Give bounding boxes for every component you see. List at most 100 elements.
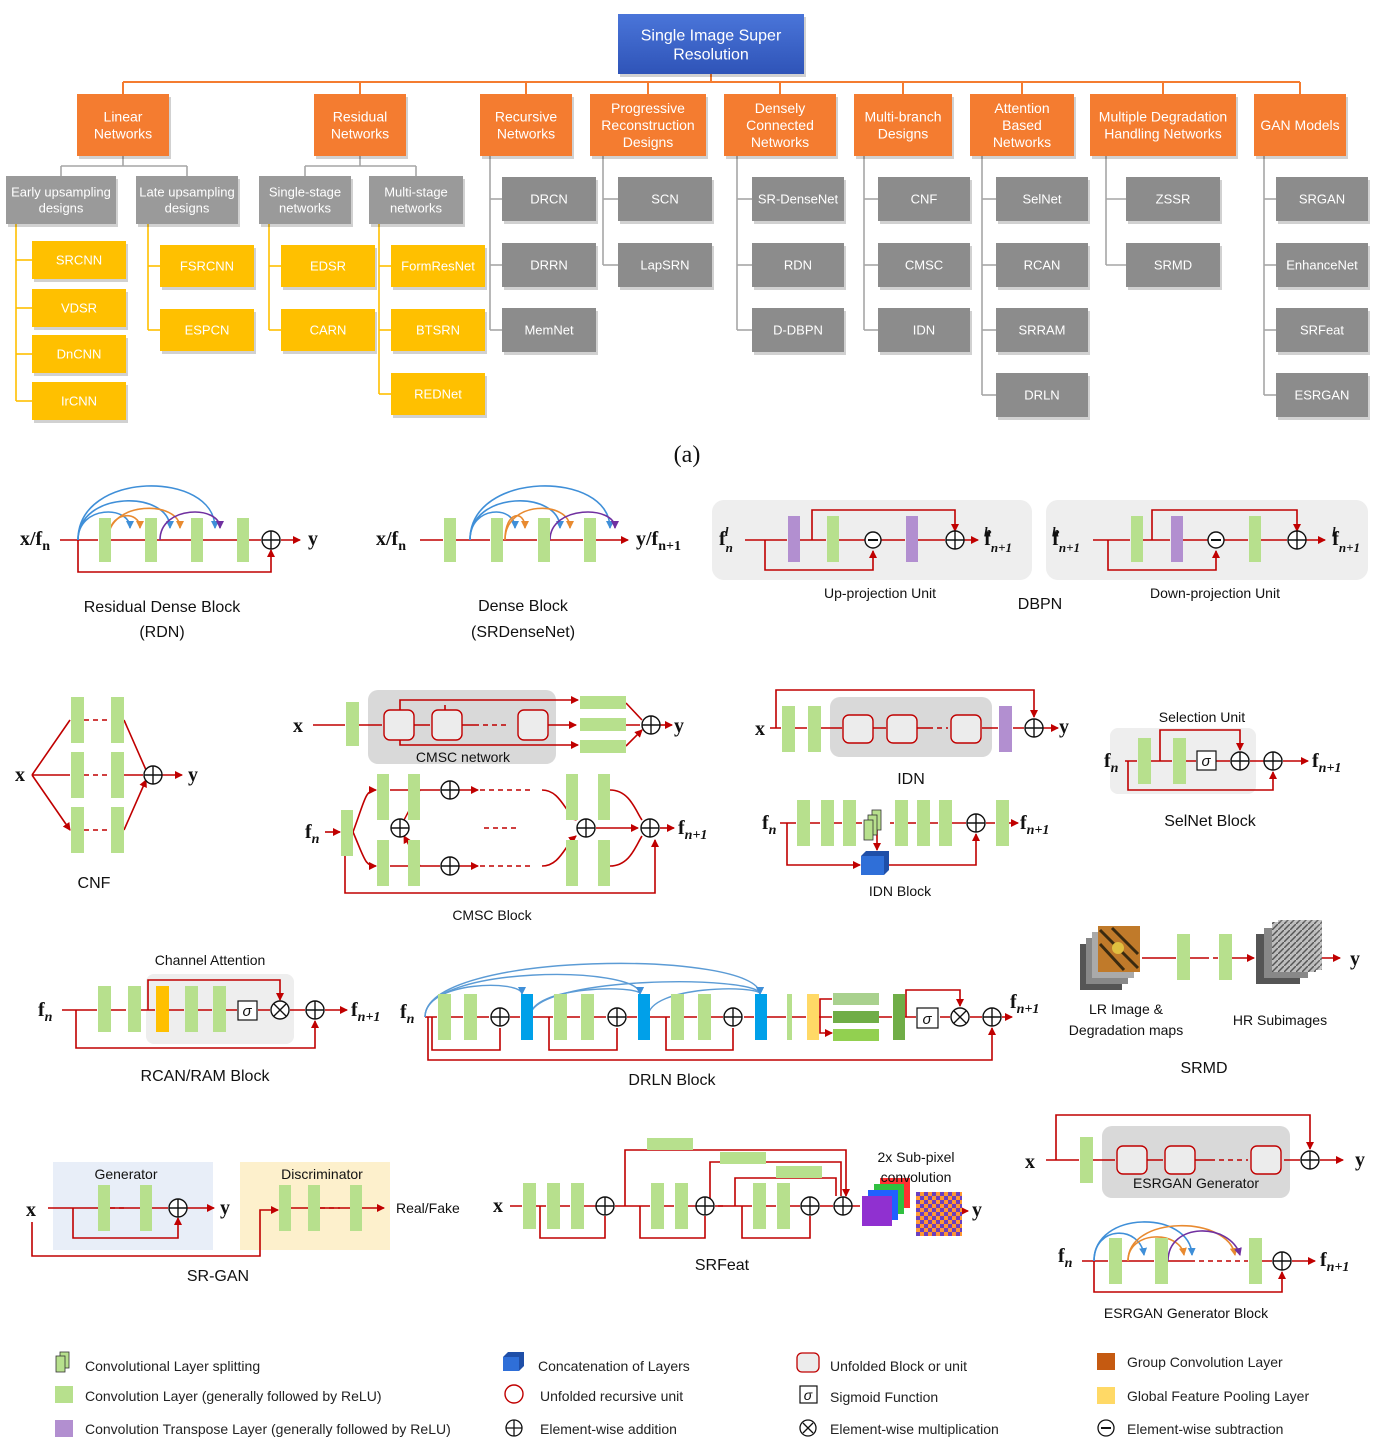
leaf-node-label: DRRN xyxy=(530,258,568,273)
leaf-node-label: SRCNN xyxy=(56,253,102,268)
srgan-diagram: Generator Discriminator x y Real/Fake SR… xyxy=(26,1162,460,1285)
subtract-icon xyxy=(1207,531,1225,549)
rcan-output: fn+1 xyxy=(351,999,380,1025)
leaf-node: MemNet xyxy=(502,308,598,355)
dbpn-up-input: fnl xyxy=(719,524,733,555)
conv-layer xyxy=(444,518,456,562)
idn-title: IDN xyxy=(897,771,925,788)
conv-layer xyxy=(1080,1137,1093,1183)
category-node-label: Designs xyxy=(623,134,674,150)
concat-icon xyxy=(503,1352,524,1371)
srfeat-output: y xyxy=(972,1199,982,1221)
conv-transpose-layer xyxy=(1171,516,1183,562)
conv-layer xyxy=(1249,1238,1262,1284)
conv-layer xyxy=(213,986,226,1032)
conv-split-icon xyxy=(55,1351,70,1373)
cmsc-diagram: x y CMSC network fn fn+1 CMSC Block xyxy=(293,690,707,923)
esrgan-block-input: fn xyxy=(1058,1245,1073,1271)
add-icon xyxy=(945,530,965,550)
category-node-label: Multi-branch xyxy=(864,109,941,125)
category-node-label: Networks xyxy=(497,126,555,142)
leaf-node: CMSC xyxy=(878,243,972,290)
category-node-label: Designs xyxy=(878,126,929,142)
conv-layer xyxy=(917,800,930,846)
conv-layer xyxy=(408,774,420,820)
add-icon xyxy=(261,530,281,550)
leaf-node: ESRGAN xyxy=(1276,373,1370,420)
category-node-label: Densely xyxy=(755,100,806,116)
cmsc-block-input: fn xyxy=(305,821,320,847)
dbpn-diagram: fnl fn+1h Up-projection Unit fn+1h fn+1l… xyxy=(712,500,1368,613)
cnf-branch-lines xyxy=(84,719,112,831)
leaf-node-label: MemNet xyxy=(524,323,574,338)
rcan-input: fn xyxy=(38,999,53,1025)
leaf-node-label: ESPCN xyxy=(185,323,230,338)
leaf-node: SRFeat xyxy=(1276,308,1370,355)
conv-layer xyxy=(554,994,567,1040)
esrgan-diagram: ESRGAN Generator x y fn fn+1 ESRGAN Gene… xyxy=(1025,1114,1365,1321)
conv-layer xyxy=(1177,934,1190,980)
leaf-node-label: RCAN xyxy=(1024,258,1061,273)
conv-layer xyxy=(598,774,610,820)
conv-layer xyxy=(99,518,111,562)
rdn-title: Residual Dense Block xyxy=(84,599,242,616)
conv-transpose-icon xyxy=(55,1420,73,1437)
leaf-node-label: LapSRN xyxy=(640,258,689,273)
leaf-node-label: IrCNN xyxy=(61,394,97,409)
legend: σ Convolutional Layer splitting Convolut… xyxy=(55,1351,1309,1437)
esrgan-output: y xyxy=(1355,1149,1365,1171)
root-node-label: Resolution xyxy=(673,46,749,63)
cnf-input: x xyxy=(15,764,25,786)
leaf-node-label: D-DBPN xyxy=(773,323,823,338)
add-icon xyxy=(440,780,460,800)
category-node-label: Multiple Degradation xyxy=(1099,109,1227,125)
global-pool-icon xyxy=(1097,1387,1115,1404)
conv-layer xyxy=(111,752,124,798)
idn-block-output: fn+1 xyxy=(1020,812,1049,838)
leaf-node: SRGAN xyxy=(1276,177,1370,224)
global-pool-layer xyxy=(156,986,169,1032)
category-node-label: GAN Models xyxy=(1260,117,1339,133)
unfolded-block xyxy=(886,714,918,744)
add-icon xyxy=(723,1007,743,1027)
category-node-label: Networks xyxy=(993,134,1051,150)
conv-layer xyxy=(111,807,124,853)
dbpn-down-output: fn+1l xyxy=(1332,524,1360,555)
conv-layer xyxy=(833,1029,879,1041)
conv-layer xyxy=(308,1185,320,1231)
multiply-icon xyxy=(799,1419,817,1437)
category-node-label: Handling Networks xyxy=(1104,126,1222,142)
drln-output: fn+1 xyxy=(1010,991,1039,1017)
global-pool-layer xyxy=(807,994,819,1040)
generator-label: Generator xyxy=(94,1166,157,1182)
add-icon xyxy=(390,818,410,838)
srfeat-input: x xyxy=(493,1195,503,1217)
unfolded-block-icon xyxy=(796,1352,820,1373)
conv-layer xyxy=(580,718,626,731)
selnet-diagram: σ Selection Unit fn fn+1 SelNet Block xyxy=(1104,709,1341,830)
sigmoid-symbol: σ xyxy=(242,1003,252,1020)
subcategory-node-label: Multi-stage xyxy=(384,185,448,200)
conv-layer-icon xyxy=(55,1386,73,1403)
idn-block-label: IDN Block xyxy=(869,883,932,899)
conv-layer xyxy=(341,810,353,856)
leaf-node-label: SCN xyxy=(651,192,678,207)
subpixel-label-2: convolution xyxy=(881,1169,952,1185)
recursive-unit-icon xyxy=(504,1384,524,1404)
conv-layer xyxy=(776,1166,822,1178)
leaf-node: SR-DenseNet xyxy=(752,177,846,224)
cmsc-block-label: CMSC Block xyxy=(452,907,532,923)
cmsc-network-label: CMSC network xyxy=(416,749,511,765)
leaf-node-label: DnCNN xyxy=(57,347,102,362)
conv-layer xyxy=(675,1183,688,1229)
concat-layer xyxy=(755,994,767,1040)
legend-text: Sigmoid Function xyxy=(830,1389,938,1405)
conv-layer xyxy=(797,800,810,846)
leaf-node: IDN xyxy=(878,308,972,355)
conv-layer xyxy=(346,702,359,746)
conv-transpose-layer xyxy=(999,706,1012,752)
category-node-label: Residual xyxy=(333,109,387,125)
rdn-subtitle: (RDN) xyxy=(139,624,184,641)
